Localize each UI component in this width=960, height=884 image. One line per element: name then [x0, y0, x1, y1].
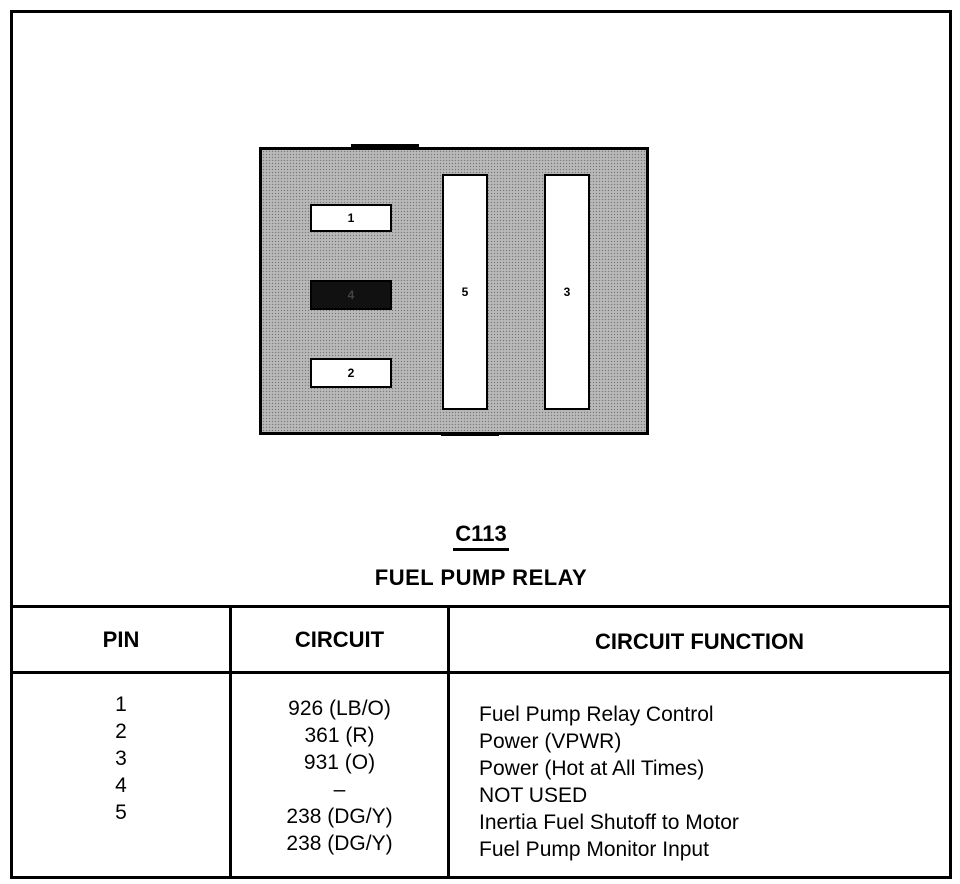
- pinout-table: PIN CIRCUIT CIRCUIT FUNCTION 1 2 3 4 5 9…: [13, 605, 949, 876]
- table-cell-function: Fuel Pump Monitor Input: [479, 838, 709, 861]
- pin-3-terminal: 3: [544, 174, 590, 410]
- table-cell-circuit: 931 (O): [303, 751, 376, 774]
- table-cell-circuit: 361 (R): [304, 724, 375, 747]
- table-cell-circuit: –: [333, 778, 346, 801]
- pin-2-terminal: 2: [310, 358, 392, 388]
- table-top-border: [13, 605, 949, 608]
- table-col-divider-2: [447, 605, 450, 876]
- header-circuit: CIRCUIT: [294, 627, 385, 652]
- table-cell-pin: 4: [115, 774, 127, 797]
- header-circuit-function: CIRCUIT FUNCTION: [595, 629, 804, 654]
- connector-top-notch: [351, 144, 419, 147]
- pin-4-label: 4: [347, 288, 355, 302]
- circuit-column: 926 (LB/O) 361 (R) 931 (O) – 238 (DG/Y) …: [232, 695, 447, 857]
- pin-2-label: 2: [347, 366, 355, 380]
- pin-3-label: 3: [563, 285, 571, 299]
- table-cell-pin: 1: [115, 693, 127, 716]
- table-col-divider-1: [229, 605, 232, 876]
- table-cell-function: Inertia Fuel Shutoff to Motor: [479, 811, 739, 834]
- connector-id-text: C113: [453, 521, 509, 551]
- table-cell-pin: 5: [115, 801, 127, 824]
- pin-1-terminal: 1: [310, 204, 392, 232]
- connector-body: 1 4 2 5 3: [259, 147, 649, 435]
- table-cell-pin: 2: [115, 720, 127, 743]
- table-cell-circuit: 238 (DG/Y): [286, 805, 393, 828]
- pin-5-terminal: 5: [442, 174, 488, 410]
- pin-1-label: 1: [347, 211, 355, 225]
- table-cell-function: Fuel Pump Relay Control: [479, 703, 714, 726]
- header-pin: PIN: [102, 627, 140, 652]
- table-cell-pin: 3: [115, 747, 127, 770]
- table-cell-function: Power (Hot at All Times): [479, 757, 705, 780]
- diagram-frame: 1 4 2 5 3 C113 FUEL PUMP RELAY PIN CIRCU…: [10, 10, 952, 879]
- table-cell-circuit: 926 (LB/O): [288, 697, 391, 720]
- pin-5-label: 5: [461, 285, 469, 299]
- table-cell-function: Power (VPWR): [479, 730, 622, 753]
- table-cell-function: NOT USED: [479, 784, 588, 807]
- connector-bottom-notch: [441, 433, 499, 436]
- table-header-divider: [13, 671, 949, 674]
- pin-4-terminal: 4: [310, 280, 392, 310]
- function-column: Fuel Pump Relay Control Power (VPWR) Pow…: [479, 701, 939, 863]
- connector-name: FUEL PUMP RELAY: [374, 565, 588, 590]
- pin-column: 1 2 3 4 5: [13, 691, 229, 826]
- connector-id: C113: [13, 521, 949, 551]
- table-cell-circuit: 238 (DG/Y): [286, 832, 393, 855]
